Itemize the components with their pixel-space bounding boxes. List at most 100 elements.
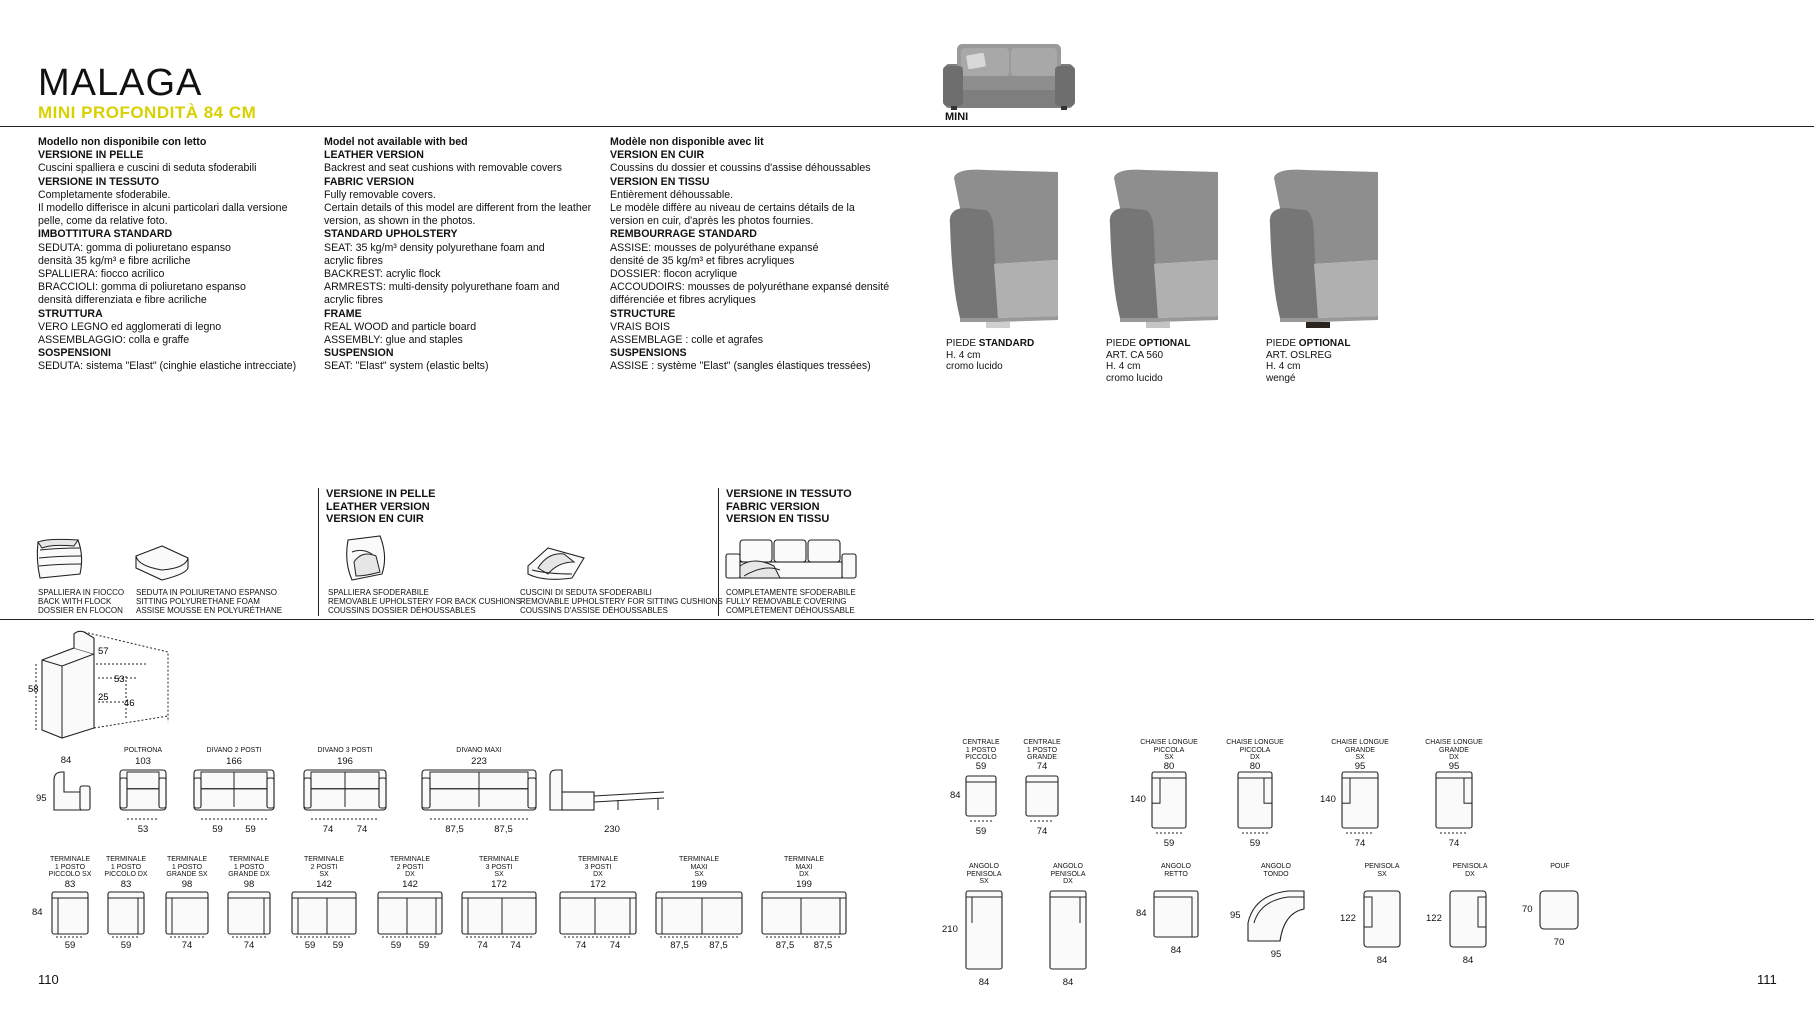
foot-photo xyxy=(1106,168,1218,328)
module-title: DIVANO 3 POSTI xyxy=(317,747,373,754)
module-poltrona xyxy=(119,769,167,811)
foot-spec: ART. CA 560 xyxy=(1106,349,1164,361)
mini-label: MINI xyxy=(945,111,969,123)
section-heading: SUSPENSION xyxy=(324,347,394,360)
foot-label: PIEDE xyxy=(946,338,979,349)
module-base-line xyxy=(1242,832,1268,834)
header-divider xyxy=(0,126,1814,127)
dim-width: 196 xyxy=(337,756,353,767)
section-heading: STANDARD UPHOLSTERY xyxy=(324,228,458,241)
section-heading: VERSION EN TISSU xyxy=(610,175,710,188)
description-line: BACKREST: acrylic flock xyxy=(324,268,441,281)
dim-width: 103 xyxy=(135,756,151,767)
foot-spec: wengé xyxy=(1266,372,1296,384)
foot-spec: cromo lucido xyxy=(946,361,1003,372)
description-line: densità differenziata e fibre acriliche xyxy=(38,294,207,307)
dim-seat: 59 xyxy=(304,940,316,951)
dim-seat: 74 xyxy=(356,824,368,835)
dim-width: 83 xyxy=(120,879,132,890)
foot-photo xyxy=(1266,168,1378,328)
foot-spec: cromo lucido xyxy=(1106,372,1163,384)
module-base-line xyxy=(766,936,842,938)
description-line: VERO LEGNO ed agglomerati di legno xyxy=(38,320,222,333)
section-heading: STRUTTURA xyxy=(38,307,103,320)
corner-module xyxy=(1153,890,1199,938)
description-line: BRACCIOLI: gomma di poliuretano espanso xyxy=(38,281,246,294)
dim-seat: 87,5 xyxy=(494,824,513,835)
description-line: Le modèle diffère au niveau de certains … xyxy=(610,202,855,215)
module-base-line xyxy=(1440,832,1468,834)
description-line: ASSEMBLY: glue and staples xyxy=(324,334,463,347)
description-line: ASSEMBLAGE : colle et agrafes xyxy=(610,334,764,347)
dim-width: 59 xyxy=(975,761,987,772)
dim-25: 25 xyxy=(98,692,109,703)
terminal-module xyxy=(559,891,637,935)
foot-spec: H. 4 cm xyxy=(1106,361,1141,372)
dim-depth: 70 xyxy=(1522,904,1533,915)
dim-depth: 122 xyxy=(1426,913,1442,924)
foot-spec: H. 4 cm xyxy=(946,349,981,361)
corner-module xyxy=(1449,890,1487,948)
foot-label: PIEDE xyxy=(1266,338,1299,349)
terminal-module xyxy=(165,891,209,935)
dim-width: 84 xyxy=(1062,977,1074,988)
dim-width: 84 xyxy=(1170,945,1182,956)
module-base-line xyxy=(296,936,352,938)
description-line: ASSISE : système "Elast" (sangles élasti… xyxy=(610,360,871,373)
version-divider-leather xyxy=(318,488,319,616)
dim-46: 46 xyxy=(124,698,135,709)
dim-width: 142 xyxy=(316,879,332,890)
section-divider xyxy=(0,619,1814,620)
sectional-module xyxy=(1341,771,1379,829)
module-base-line xyxy=(564,936,632,938)
description-line: ASSEMBLAGGIO: colla e graffe xyxy=(38,334,190,347)
foam-seat-icon xyxy=(135,545,189,581)
dim-seat: 87,5 xyxy=(670,940,689,951)
module-divano-maxi xyxy=(421,769,537,811)
module-base-line xyxy=(56,936,84,938)
dim-width: 70 xyxy=(1553,937,1565,948)
page-subtitle: MINI PROFONDITÀ 84 CM xyxy=(38,103,257,122)
dim-depth: 84 xyxy=(1136,908,1147,919)
dim-seat: 59 xyxy=(975,826,987,837)
dim-width: 95 xyxy=(1270,949,1282,960)
section-heading: SUSPENSIONS xyxy=(610,347,687,360)
dim-seat: 74 xyxy=(243,940,255,951)
description-line: ARMRESTS: multi-density polyurethane foa… xyxy=(324,281,560,294)
dim-seat: 74 xyxy=(322,824,334,835)
foot-type: OPTIONAL xyxy=(1138,338,1191,349)
dim-seat: 59 xyxy=(64,940,76,951)
dim-width: 98 xyxy=(243,879,255,890)
description-line: SEAT: "Elast" system (elastic belts) xyxy=(324,360,489,373)
section-heading: VERSION EN CUIR xyxy=(610,149,705,162)
dim-seat: 74 xyxy=(181,940,193,951)
description-line: Cuscini spalliera e cuscini di seduta sf… xyxy=(38,162,257,175)
dim-seat: 59 xyxy=(390,940,402,951)
description-line: différenciée et fibres acryliques xyxy=(610,294,756,307)
dim-seat: 53 xyxy=(137,824,149,835)
column-lead: Model not available with bed xyxy=(324,136,468,148)
description-line: ASSISE: mousses de polyuréthane expansé xyxy=(610,241,819,254)
dim-width: 166 xyxy=(226,756,242,767)
module-base-line xyxy=(127,818,159,820)
